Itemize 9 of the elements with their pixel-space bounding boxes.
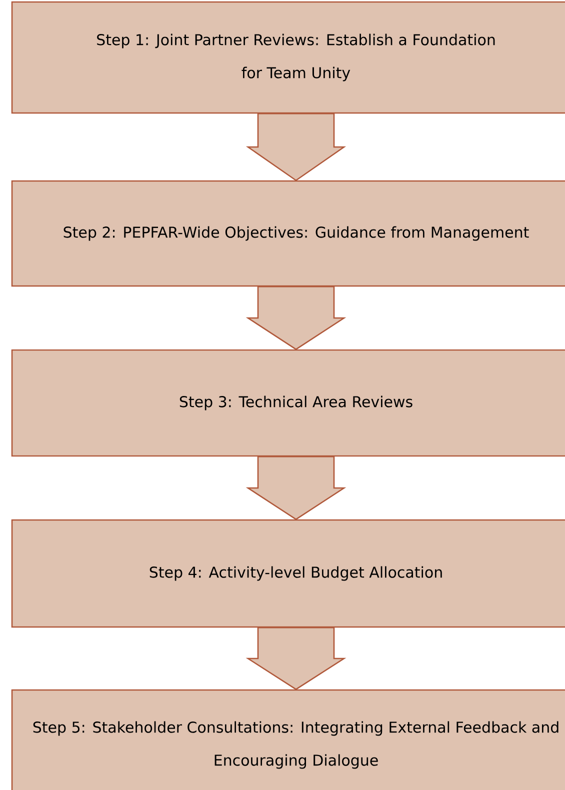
block-arrow bbox=[246, 113, 346, 182]
step-box: Step 5: Stakeholder Consultations: Integrating External Feedback and Encouraging Dialogue bbox=[11, 689, 565, 790]
block-arrow bbox=[246, 286, 346, 350]
step-box: Step 2: PEPFAR-Wide Objectives: Guidance from Management bbox=[11, 180, 565, 287]
step-box: Step 1: Joint Partner Reviews: Establish a Foundation for Team Unity bbox=[11, 1, 565, 114]
step-box: Step 4: Activity-level Budget Allocation bbox=[11, 519, 565, 628]
block-arrow bbox=[246, 627, 346, 690]
step-box: Step 3: Technical Area Reviews bbox=[11, 349, 565, 457]
block-arrow bbox=[246, 456, 346, 520]
